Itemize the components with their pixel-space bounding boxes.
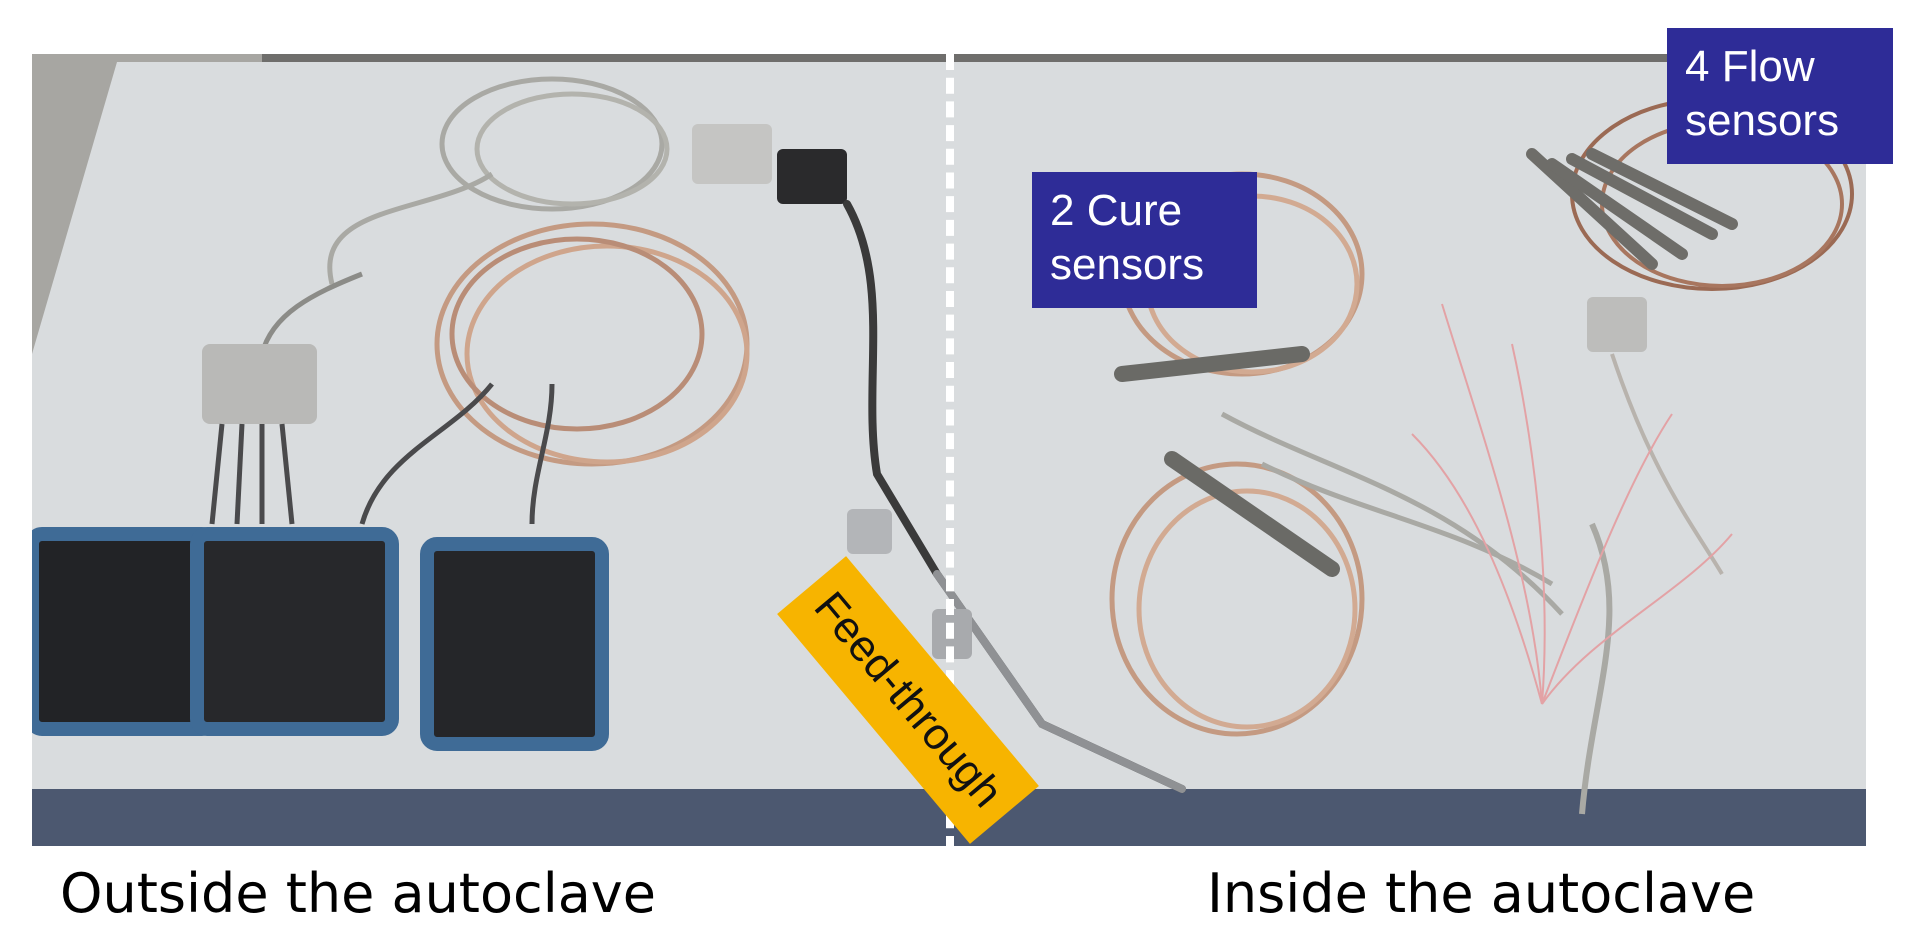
cable-coils-left xyxy=(259,76,750,467)
flow-sensors-label-line1: 4 Flow xyxy=(1685,42,1815,91)
cure-sensors-label-line1: 2 Cure xyxy=(1050,186,1183,235)
cure-sensors-label-line2: sensors xyxy=(1050,240,1205,289)
caption-inside: Inside the autoclave xyxy=(1207,862,1756,925)
autoclave-boundary-line xyxy=(946,54,954,852)
acquisition-units xyxy=(32,527,609,751)
flow-sensors-label: 4 Flow sensors xyxy=(1667,28,1893,164)
flow-sensors-label-line2: sensors xyxy=(1685,96,1840,145)
cure-sensors-label: 2 Cure sensors xyxy=(1032,172,1257,308)
amplifier-box xyxy=(777,149,847,204)
junction-box xyxy=(202,344,317,424)
flow-junction-box xyxy=(1587,297,1647,352)
caption-outside: Outside the autoclave xyxy=(60,862,656,925)
splitter-box xyxy=(692,124,772,184)
